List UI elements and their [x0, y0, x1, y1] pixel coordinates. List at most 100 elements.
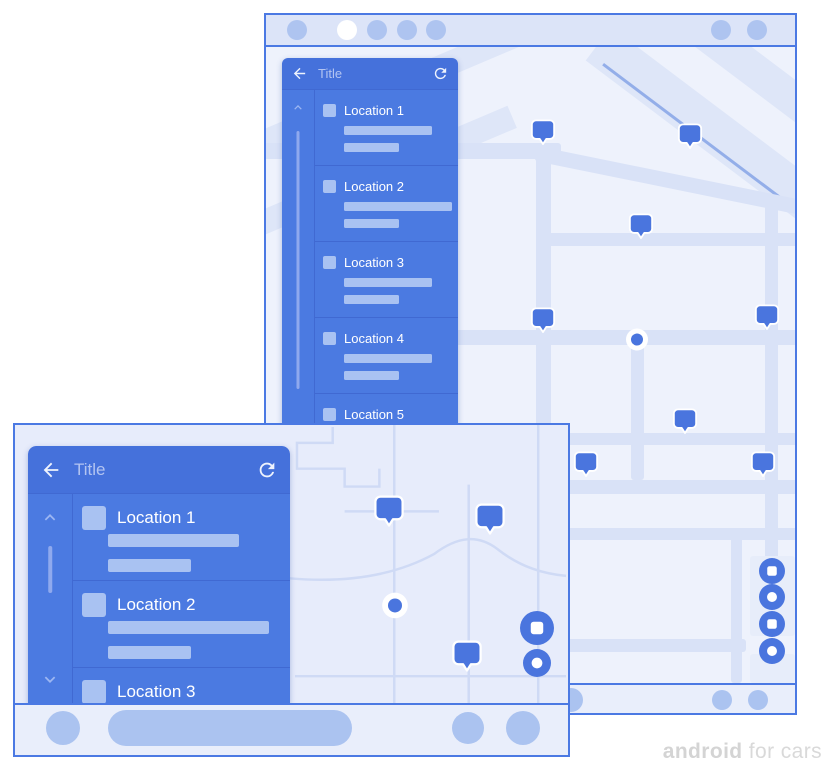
map-control-button[interactable]	[759, 584, 785, 610]
back-button[interactable]	[291, 65, 308, 82]
arrow-back-icon	[43, 462, 59, 477]
map-roads	[255, 425, 567, 703]
place-list-panel: Title Location 1	[28, 446, 290, 705]
place-icon	[323, 332, 336, 345]
chevron-up-icon	[44, 514, 56, 521]
bottom-bar-button[interactable]	[46, 711, 80, 745]
map-pin-icon[interactable]	[628, 212, 654, 240]
map-pin-icon	[475, 503, 505, 535]
app-dot[interactable]	[426, 20, 446, 40]
map-pin-icon	[530, 307, 556, 333]
map-pin-icon	[754, 304, 780, 330]
location-item-label: Location 2	[117, 595, 196, 614]
map-road	[446, 330, 795, 345]
landscape-car-screen: Title Location 1	[13, 423, 570, 757]
location-list-item[interactable]: Location 3	[73, 668, 290, 705]
placeholder-text-line	[344, 143, 399, 152]
bottom-bar-button[interactable]	[506, 711, 540, 745]
circle-control-icon	[523, 649, 551, 677]
place-icon	[323, 256, 336, 269]
map-pin-icon	[452, 640, 482, 672]
status-icon-dot[interactable]	[747, 20, 767, 40]
circle-control-icon	[759, 638, 785, 664]
placeholder-text-line	[344, 202, 452, 211]
location-list-item[interactable]: Location 2	[73, 581, 290, 668]
placeholder-text-line	[344, 354, 432, 363]
app-launcher-dot[interactable]	[287, 20, 307, 40]
square-control-icon	[759, 611, 785, 637]
map-pin-icon[interactable]	[474, 502, 506, 536]
map-control-button[interactable]	[759, 558, 785, 584]
scroll-up-button[interactable]	[291, 100, 306, 118]
map-pin-icon[interactable]	[754, 303, 780, 331]
place-icon	[82, 680, 106, 704]
bottom-bar	[15, 703, 568, 755]
map-road	[631, 330, 644, 480]
map-road	[566, 528, 795, 540]
scroll-down-button[interactable]	[40, 669, 61, 693]
back-button[interactable]	[40, 459, 62, 481]
map-control-button[interactable]	[759, 611, 785, 637]
app-dot[interactable]	[397, 20, 417, 40]
map-pin-icon	[573, 451, 599, 477]
location-list-item[interactable]: Location 3	[315, 242, 458, 318]
location-item-label: Location 3	[344, 255, 404, 270]
map-pin-icon[interactable]	[451, 639, 483, 673]
status-icon-dot[interactable]	[711, 20, 731, 40]
place-icon	[82, 506, 106, 530]
circle-control-icon	[759, 584, 785, 610]
location-list-item[interactable]: Location 1	[73, 494, 290, 581]
active-app-dot[interactable]	[337, 20, 357, 40]
location-list-item[interactable]: Location 4	[315, 318, 458, 394]
panel-title: Title	[74, 459, 106, 479]
map-pin-icon[interactable]	[373, 494, 405, 528]
status-bar	[266, 15, 795, 47]
location-item-label: Location 1	[117, 508, 196, 527]
refresh-icon	[434, 67, 447, 80]
chevron-up-icon	[294, 105, 302, 110]
placeholder-text-line	[344, 295, 399, 304]
map-control-button[interactable]	[759, 638, 785, 664]
map-pin-icon[interactable]	[530, 118, 556, 146]
current-location-icon	[625, 328, 649, 352]
brand-watermark: android for cars	[663, 740, 822, 764]
map-pin-icon[interactable]	[573, 450, 599, 478]
placeholder-text-line	[344, 371, 399, 380]
scrollbar-thumb[interactable]	[296, 131, 300, 389]
refresh-icon	[259, 462, 275, 477]
location-item-label: Location 3	[117, 682, 196, 701]
panel-header: Title	[28, 446, 290, 493]
map-pin-icon[interactable]	[677, 122, 703, 150]
scroll-up-button[interactable]	[40, 507, 61, 531]
map-road	[765, 195, 778, 561]
refresh-button[interactable]	[432, 65, 449, 82]
square-control-icon	[520, 611, 554, 645]
bottom-bar-button[interactable]	[452, 712, 484, 744]
map-pin-icon[interactable]	[530, 306, 556, 334]
map-pin-icon	[672, 408, 698, 434]
app-dot[interactable]	[367, 20, 387, 40]
map-control-button[interactable]	[523, 649, 551, 677]
map-pin-icon[interactable]	[750, 450, 776, 478]
arrow-back-icon	[293, 67, 306, 80]
chevron-down-icon	[44, 676, 56, 683]
map-road	[566, 433, 795, 445]
place-icon	[82, 593, 106, 617]
map-pin-icon[interactable]	[672, 407, 698, 435]
bottom-bar-button[interactable]	[712, 690, 732, 710]
placeholder-text-line	[108, 534, 239, 547]
placeholder-text-line	[344, 219, 399, 228]
refresh-button[interactable]	[256, 459, 278, 481]
location-list-item[interactable]: Location 1	[315, 90, 458, 166]
brand-name-bold: android	[662, 740, 743, 763]
scrollbar-thumb[interactable]	[48, 546, 52, 593]
search-pill[interactable]	[108, 710, 352, 746]
map-control-button[interactable]	[520, 611, 554, 645]
location-item-label: Location 5	[344, 407, 404, 422]
map-road	[566, 639, 746, 652]
brand-name-regular: for cars	[748, 740, 822, 763]
location-list-item[interactable]: Location 2	[315, 166, 458, 242]
bottom-bar-button[interactable]	[748, 690, 768, 710]
list-scrollbar	[282, 90, 315, 618]
list-scrollbar	[28, 494, 73, 705]
